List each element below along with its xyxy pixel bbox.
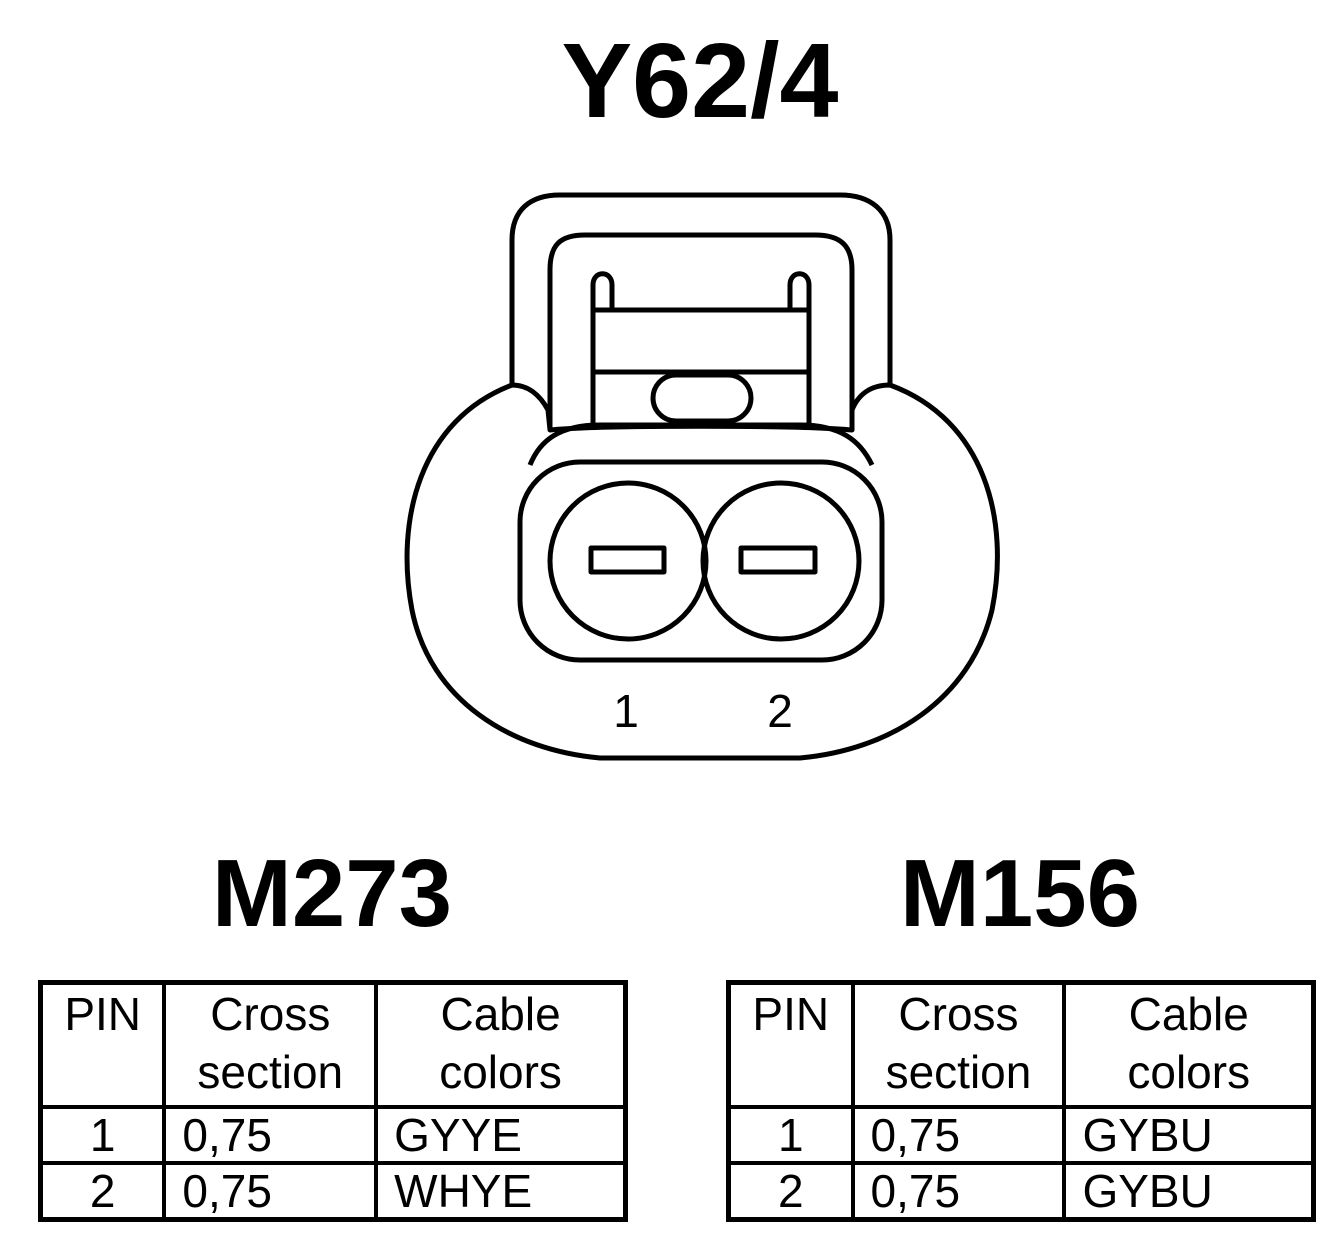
header-color-line2: colors bbox=[439, 1046, 562, 1098]
cell-cross-section: 0,75 bbox=[850, 1161, 1067, 1222]
pin-table-m156: PIN Cross section Cable colors 1 0,75 GY… bbox=[726, 980, 1316, 1222]
table-row: 2 0,75 WHYE bbox=[38, 1161, 628, 1222]
cell-pin: 1 bbox=[726, 1105, 855, 1165]
header-cross-section: Cross section bbox=[850, 980, 1067, 1109]
pin-2 bbox=[700, 480, 862, 642]
table-row: 1 0,75 GYYE bbox=[38, 1105, 628, 1165]
header-color-line1: Cable bbox=[1128, 988, 1249, 1040]
header-color-line1: Cable bbox=[440, 988, 561, 1040]
cell-cross-section: 0,75 bbox=[162, 1161, 379, 1222]
table-header-row: PIN Cross section Cable colors bbox=[38, 980, 628, 1109]
cell-pin: 2 bbox=[726, 1161, 855, 1222]
cell-pin: 2 bbox=[38, 1161, 167, 1222]
engine-title-m273: M273 bbox=[211, 840, 453, 947]
connector-title: Y62/4 bbox=[561, 22, 839, 140]
connector-diagram: 1 2 bbox=[404, 192, 1000, 761]
table-row: 1 0,75 GYBU bbox=[726, 1105, 1316, 1165]
header-cable-colors: Cable colors bbox=[1062, 980, 1316, 1109]
header-cross-section: Cross section bbox=[162, 980, 379, 1109]
header-cross-line2: section bbox=[885, 1046, 1032, 1098]
cell-cross-section: 0,75 bbox=[162, 1105, 379, 1165]
table-header-row: PIN Cross section Cable colors bbox=[726, 980, 1316, 1109]
pin-cavity bbox=[517, 459, 885, 663]
header-cable-colors: Cable colors bbox=[374, 980, 628, 1109]
cell-cross-section: 0,75 bbox=[850, 1105, 1067, 1165]
cell-cable-color: GYBU bbox=[1062, 1105, 1316, 1165]
cell-cable-color: WHYE bbox=[374, 1161, 628, 1222]
table-row: 2 0,75 GYBU bbox=[726, 1161, 1316, 1222]
cell-cable-color: GYYE bbox=[374, 1105, 628, 1165]
engine-title-m156: M156 bbox=[899, 840, 1141, 947]
header-cross-line1: Cross bbox=[210, 988, 331, 1040]
cell-pin: 1 bbox=[38, 1105, 167, 1165]
header-cross-line1: Cross bbox=[898, 988, 1019, 1040]
cell-cable-color: GYBU bbox=[1062, 1161, 1316, 1222]
pin-1 bbox=[547, 480, 709, 642]
header-pin: PIN bbox=[38, 980, 167, 1109]
latch bbox=[650, 372, 754, 424]
header-pin: PIN bbox=[726, 980, 855, 1109]
header-color-line2: colors bbox=[1127, 1046, 1251, 1098]
header-cross-line2: section bbox=[197, 1046, 344, 1098]
locking-clip bbox=[509, 192, 893, 385]
pin-table-m273: PIN Cross section Cable colors 1 0,75 GY… bbox=[38, 980, 628, 1222]
pin-1-label: 1 bbox=[613, 685, 639, 737]
pin-2-label: 2 bbox=[767, 685, 793, 737]
